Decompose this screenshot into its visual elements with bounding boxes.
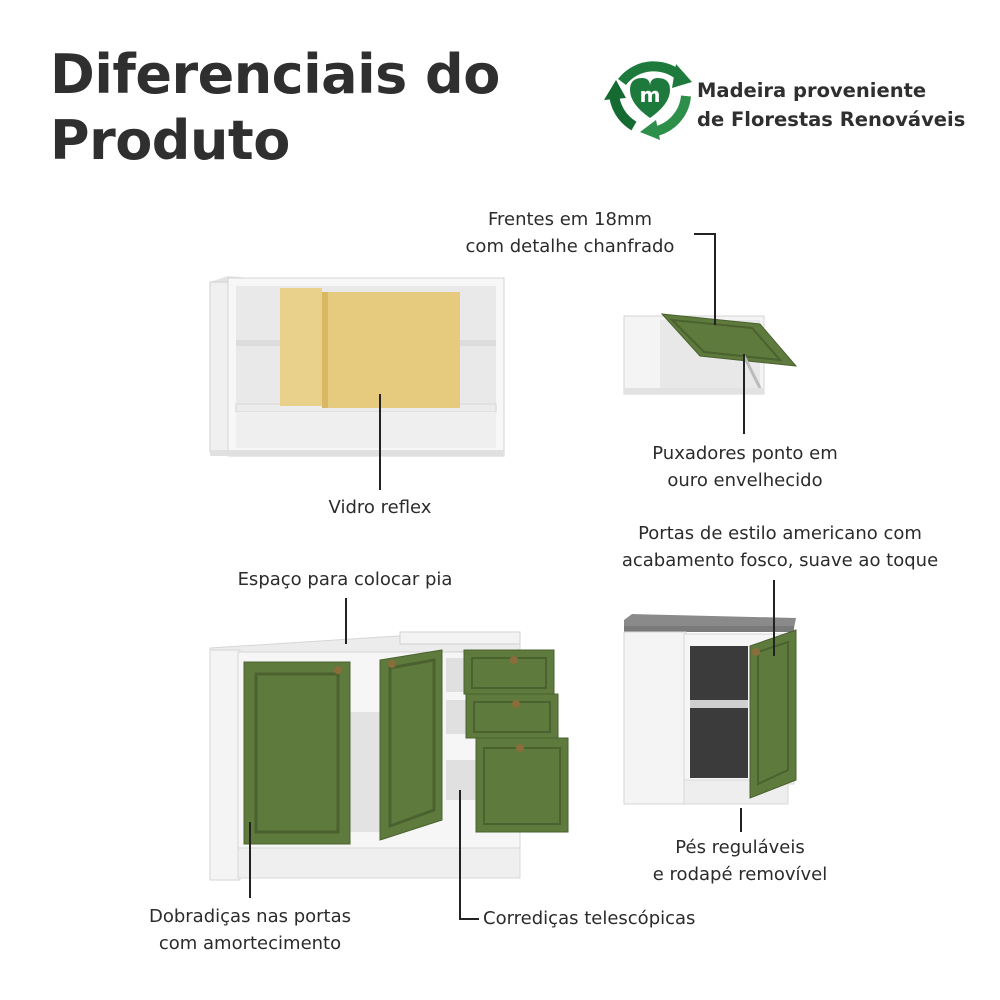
- leader-fronts-v: [714, 233, 716, 325]
- recycle-logo-icon: m: [604, 61, 692, 140]
- leader-glass: [379, 394, 381, 490]
- leader-slides-v: [459, 790, 461, 920]
- badge-line-2: de Florestas Renováveis: [697, 108, 966, 131]
- callout-slides-line-1: Corrediças telescópicas: [483, 908, 696, 929]
- single-base-cabinet: [623, 614, 797, 805]
- callout-handles: Puxadores ponto em ouro envelhecido: [620, 440, 870, 494]
- callout-fronts-line-2: com detalhe chanfrado: [465, 236, 675, 257]
- callout-handles-line-1: Puxadores ponto em: [652, 443, 838, 464]
- leader-doors: [773, 580, 775, 656]
- callout-hinges-line-1: Dobradiças nas portas: [148, 906, 352, 927]
- badge-text: Madeira proveniente de Florestas Renováv…: [697, 76, 997, 134]
- badge-line-1: Madeira proveniente: [697, 79, 927, 102]
- logo-letter: m: [640, 83, 661, 107]
- title-line-1: Diferenciais do: [50, 43, 500, 106]
- callout-sink: Espaço para colocar pia: [210, 566, 480, 593]
- callout-doors-line-1: Portas de estilo americano com: [638, 523, 922, 544]
- callout-handles-line-2: ouro envelhecido: [667, 470, 823, 491]
- base-cabinet-drawers: [209, 631, 569, 881]
- callout-hinges-line-2: com amortecimento: [158, 933, 342, 954]
- callout-feet: Pés reguláveis e rodapé removível: [620, 834, 860, 888]
- callout-glass: Vidro reflex: [300, 494, 460, 521]
- callout-hinges: Dobradiças nas portas com amortecimento: [130, 903, 370, 957]
- flip-up-cabinet: [623, 313, 798, 395]
- callout-feet-line-1: Pés reguláveis: [675, 837, 805, 858]
- leader-hinges: [249, 822, 251, 898]
- leader-handles: [743, 354, 745, 434]
- callout-sink-line-1: Espaço para colocar pia: [237, 569, 453, 590]
- callout-fronts-line-1: Frentes em 18mm: [487, 209, 653, 230]
- leader-feet: [740, 808, 742, 832]
- callout-glass-line-1: Vidro reflex: [328, 497, 432, 518]
- callout-feet-line-2: e rodapé removível: [652, 864, 828, 885]
- callout-doors-line-2: acabamento fosco, suave ao toque: [621, 550, 939, 571]
- wall-cabinet-glass: [209, 276, 505, 457]
- callout-doors: Portas de estilo americano com acabament…: [590, 520, 970, 574]
- leader-slides-h: [459, 918, 479, 920]
- callout-slides: Corrediças telescópicas: [483, 905, 743, 932]
- callout-fronts: Frentes em 18mm com detalhe chanfrado: [440, 206, 700, 260]
- title-line-2: Produto: [50, 109, 290, 172]
- page-title: Diferenciais do Produto: [50, 42, 570, 174]
- leader-fronts-h: [694, 233, 716, 235]
- leader-sink: [345, 598, 347, 644]
